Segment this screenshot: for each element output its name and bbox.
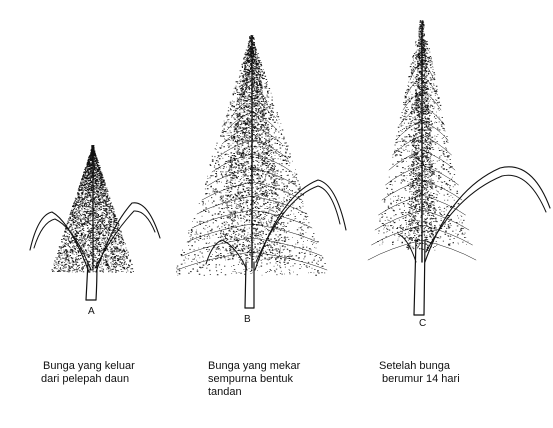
plant-c-illustration [368, 20, 550, 315]
caption-b-line-2: sempurna bentuk [208, 373, 300, 386]
leaf-c-right-inner [426, 175, 546, 252]
leaf-a-left-outer [30, 212, 89, 272]
stalk-c-right [424, 240, 425, 315]
caption-b-line-3: tandan [208, 386, 300, 399]
plant-a-illustration [30, 145, 160, 300]
leaf-b-right-outer [255, 180, 346, 270]
leaf-b-left [206, 240, 247, 270]
caption-c-line-2: berumur 14 hari [379, 373, 460, 386]
caption-a: Bunga yang keluar dari pelepah daun [41, 360, 135, 386]
stalk-b-left [245, 262, 246, 308]
branch-b-left-13 [177, 252, 252, 270]
caption-b-line-1: Bunga yang mekar [208, 360, 300, 373]
caption-a-line-1: Bunga yang keluar [41, 360, 135, 373]
caption-a-line-2: dari pelepah daun [41, 373, 135, 386]
panel-a-label: A [88, 306, 95, 317]
leaf-c-right-outer [425, 167, 550, 262]
caption-b: Bunga yang mekar sempurna bentuk tandan [208, 360, 300, 399]
branch-b-right-13 [252, 252, 327, 270]
plant-b-illustration [176, 35, 346, 308]
caption-c-line-1: Setelah bunga [379, 360, 460, 373]
leaf-b-right-inner [256, 186, 340, 262]
panel-c-label: C [419, 318, 427, 329]
stalk-c-left [414, 240, 416, 315]
panel-b-label: B [244, 314, 251, 325]
caption-c: Setelah bunga berumur 14 hari [379, 360, 460, 386]
leaf-c-left [398, 234, 416, 262]
